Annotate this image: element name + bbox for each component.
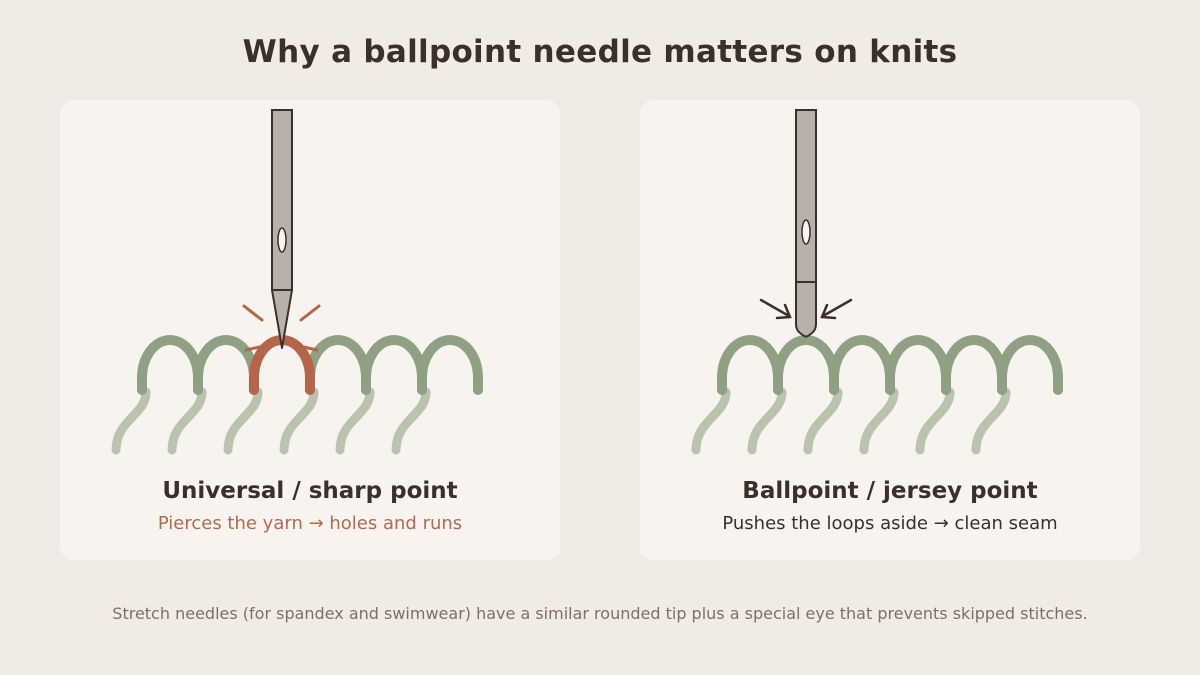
needle-eye <box>801 219 811 245</box>
sharp-needle <box>271 109 293 349</box>
impact-lines <box>242 304 321 352</box>
sharp-point-caption: Pierces the yarn → holes and runs <box>157 513 463 534</box>
sharp-needle-illustration <box>111 109 483 455</box>
push-arrows <box>759 298 853 320</box>
ballpoint-panel: Ballpoint / jersey point Pushes the loop… <box>640 100 1140 560</box>
ballpoint-caption: Pushes the loops aside → clean seam <box>722 513 1058 534</box>
footnote: Stretch needles (for spandex and swimwea… <box>112 604 1088 623</box>
needle-eye <box>277 227 287 253</box>
ballpoint-needle <box>795 109 817 338</box>
knit-loops <box>717 335 1063 395</box>
page-title: Why a ballpoint needle matters on knits <box>242 34 958 70</box>
knit-back-strands <box>691 387 1011 455</box>
sharp-point-heading: Universal / sharp point <box>162 478 458 504</box>
ballpoint-heading: Ballpoint / jersey point <box>742 478 1038 504</box>
knit-back-strands <box>111 387 431 455</box>
ballpoint-needle-illustration <box>691 109 1063 455</box>
sharp-point-panel: Universal / sharp point Pierces the yarn… <box>60 100 560 560</box>
